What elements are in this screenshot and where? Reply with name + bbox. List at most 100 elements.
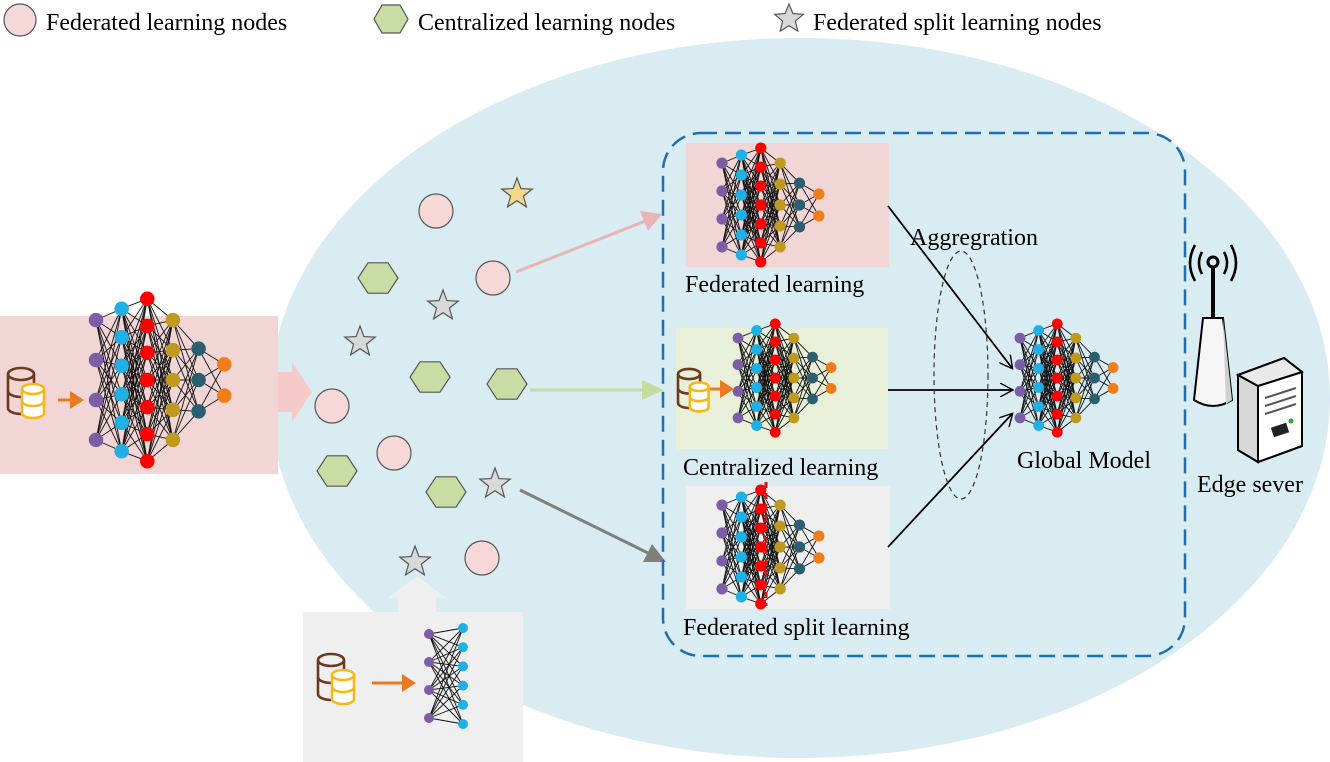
neuron [1051,318,1063,330]
neuron [774,499,786,511]
arrow-to-federated-head [640,211,662,231]
neuron [1014,359,1026,371]
neuron [774,541,786,553]
neuron [813,552,825,564]
neuron [735,169,747,181]
neural-network-icon [1014,318,1119,438]
federated-node-circle-icon [464,540,500,576]
neuron [755,218,767,230]
neuron [88,312,104,328]
aggregation-arrow-bottom [887,414,1012,548]
neuron [813,188,825,200]
neuron [1089,372,1100,384]
neuron [755,161,767,173]
legend-split-star-icon [773,2,805,33]
neuron [825,362,837,373]
neuron [140,345,155,361]
neuron [732,359,744,371]
aggregation-label: Aggregration [910,225,1038,251]
neuron [788,392,800,404]
neuron [755,484,767,496]
neuron [114,387,129,402]
neural-network-icon [424,623,468,729]
neuron [807,351,818,363]
neuron [751,325,763,336]
neuron [751,401,763,412]
nodes-cloud [314,176,534,577]
global-model-label: Global Model [1017,448,1151,474]
centralized-node-hexagon-icon [409,361,451,393]
neuron [755,560,767,572]
neuron [735,249,747,261]
neuron [424,629,434,639]
centralized-learning-label: Centralized learning [683,455,878,481]
neuron [735,531,747,543]
arrow-to-split [519,488,649,555]
neuron [165,372,181,388]
neuron [140,318,155,334]
input-arrow-right [278,362,312,422]
arrow-to-split-head [643,544,666,562]
federated-node-circle-icon [475,260,511,296]
neuron [191,404,206,419]
node-to-panel-arrows [515,211,666,562]
neuron [735,491,747,503]
centralized-node-hexagon-icon [357,262,399,294]
neuron [1051,426,1063,438]
neuron [1033,382,1045,393]
neuron [191,341,206,356]
neuron [424,713,434,723]
neuron [217,357,232,372]
neuron [1089,393,1100,405]
neuron [1033,401,1045,412]
neuron [165,432,181,448]
neuron [735,209,747,221]
neuron [88,432,104,448]
neuron [755,579,767,591]
neuron [458,719,468,729]
neuron [716,527,728,539]
neuron [774,157,786,169]
neuron [735,571,747,583]
neuron [793,199,806,211]
neuron [735,551,747,563]
neuron [751,382,763,393]
neuron [774,220,786,232]
neuron [114,415,129,430]
neuron [735,229,747,241]
neuron [825,383,837,394]
neuron [1033,420,1045,431]
neuron [774,583,786,595]
learning-modes-box [661,131,1187,658]
neuron [807,393,818,405]
neuron [755,180,767,192]
neuron [793,541,806,553]
neuron [813,530,825,542]
input-arrow-up [388,576,446,614]
federated-node-circle-icon [376,435,412,471]
federated-split-learning-label: Federated split learning [683,615,910,641]
neuron [1070,332,1082,344]
neuron [140,453,155,469]
neuron [1014,385,1026,397]
server-icon [1235,356,1305,464]
federated-node-circle-icon [418,193,454,229]
neuron [751,363,763,374]
neuron [716,157,728,169]
neuron [788,332,800,344]
neuron [732,332,744,344]
aggregation-ellipse [933,250,989,500]
split-node-star-icon [478,466,512,499]
neuron [1014,412,1026,424]
neuron [140,399,155,415]
centralized-node-hexagon-icon [425,476,467,508]
neuron [774,199,786,211]
neuron [88,392,104,408]
neural-network-icon [732,318,837,438]
neuron [1051,408,1063,420]
neuron [769,318,781,330]
neuron [774,178,786,190]
neuron [807,372,818,384]
